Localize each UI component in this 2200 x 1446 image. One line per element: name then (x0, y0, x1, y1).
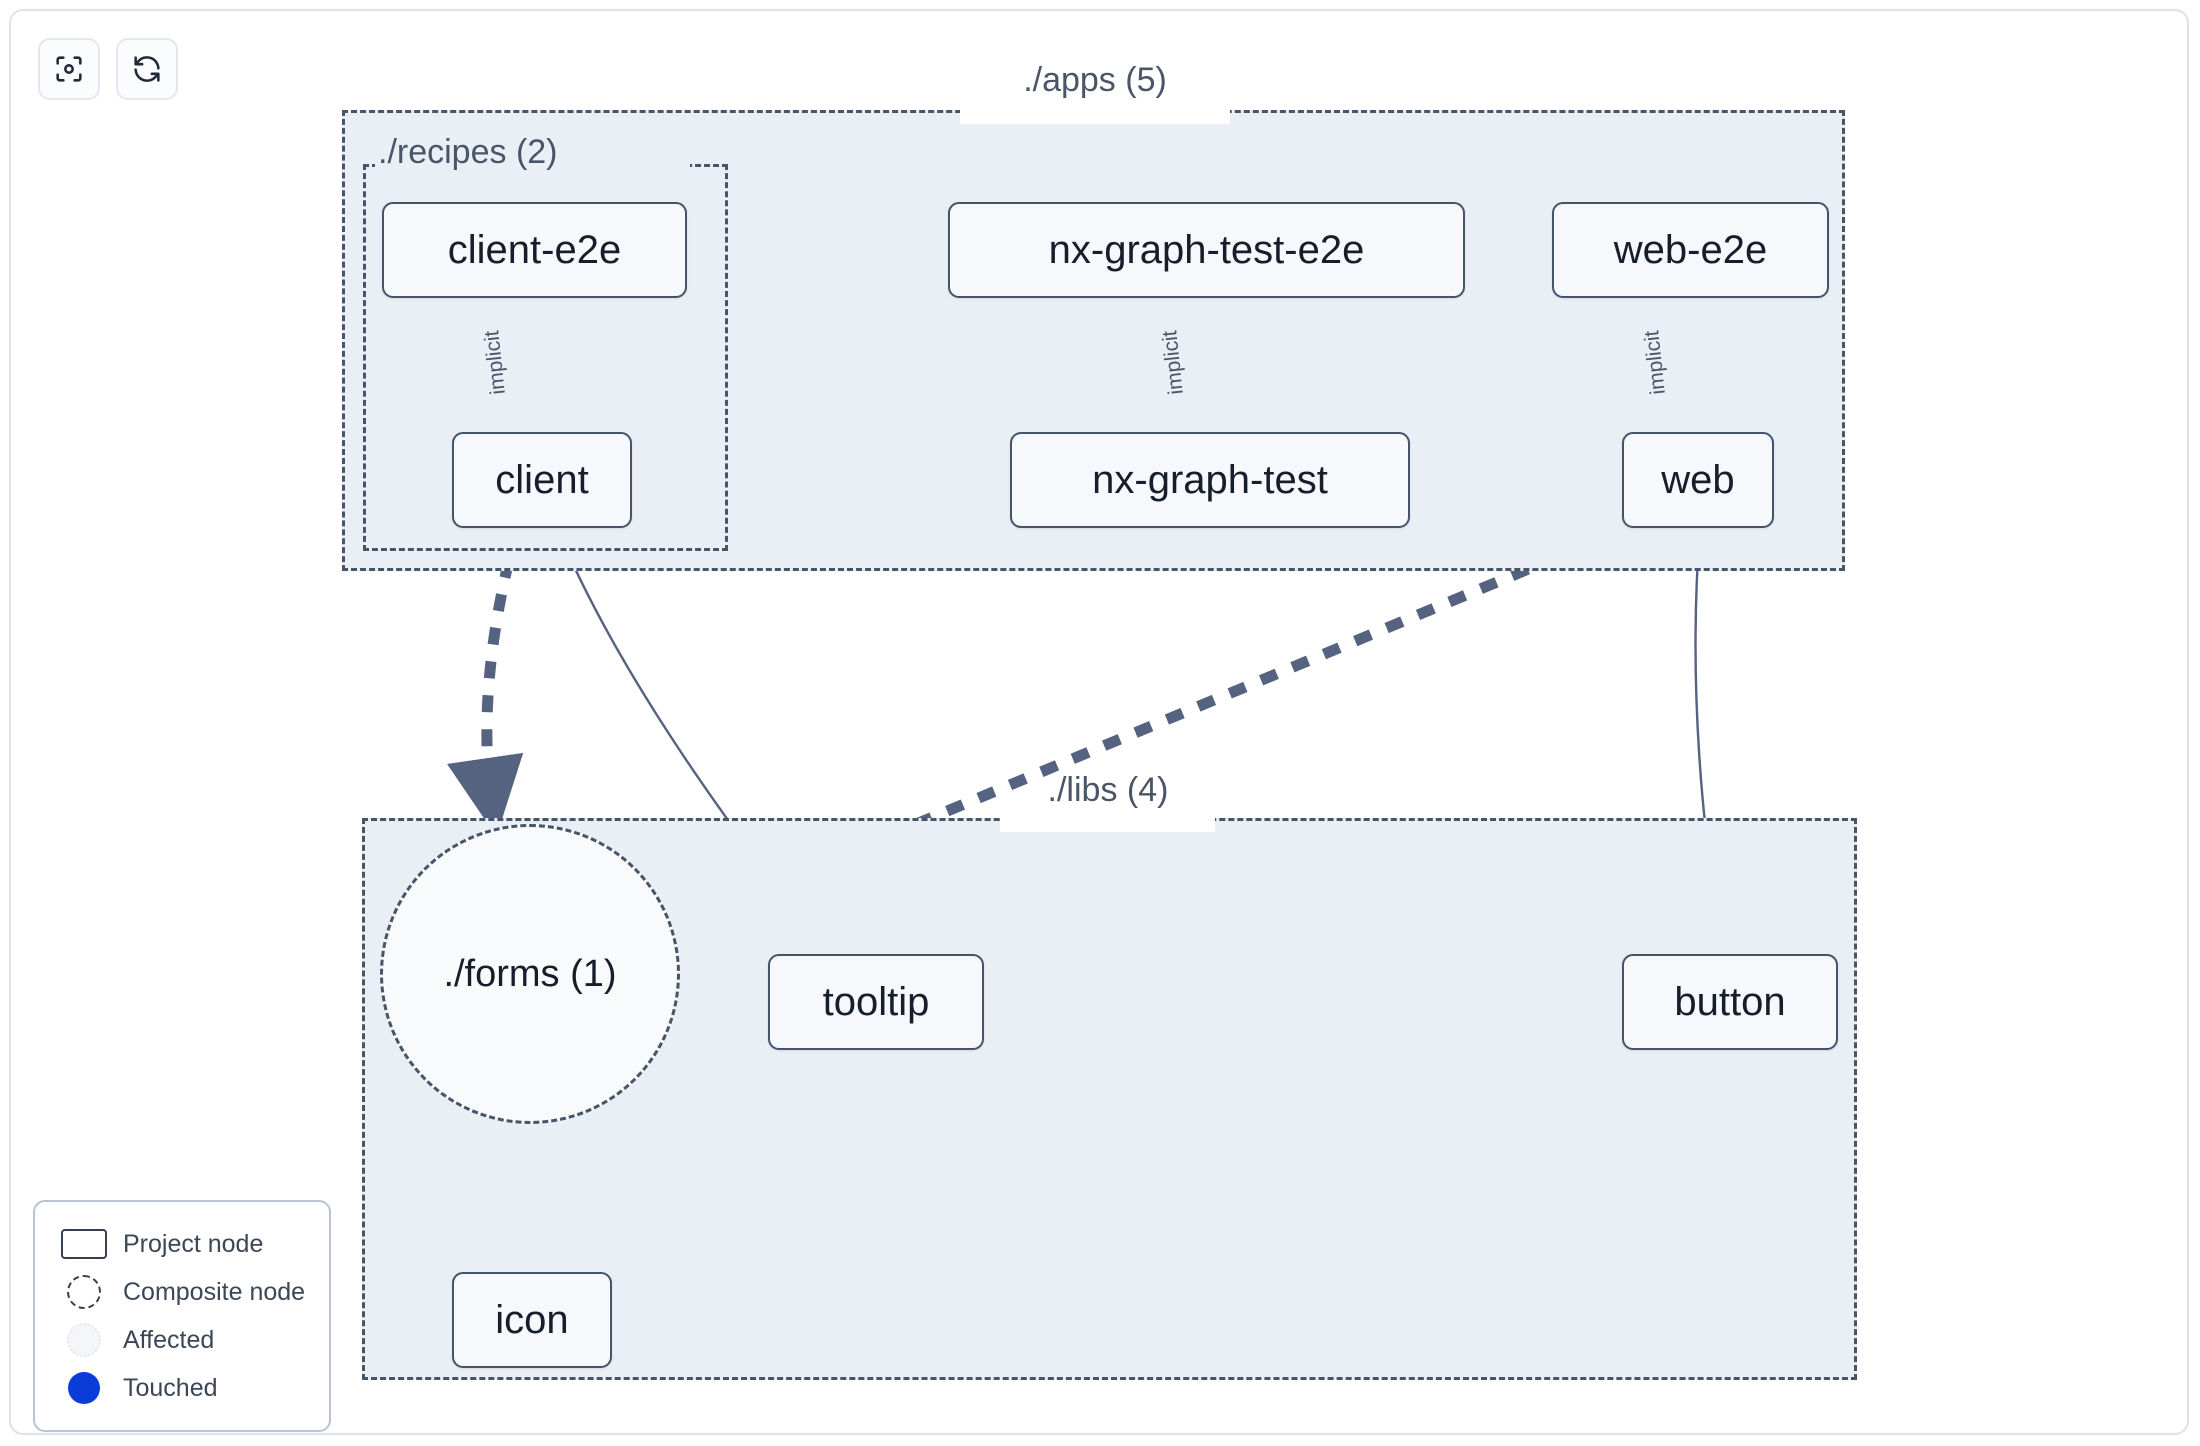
node-label: button (1674, 980, 1786, 1024)
node-label: client-e2e (447, 228, 622, 272)
legend-item-project-node: Project node (57, 1220, 309, 1268)
refresh-icon (130, 52, 164, 86)
legend-label: Affected (123, 1325, 215, 1354)
node-label: nx-graph-test-e2e (1048, 228, 1365, 272)
node-nx-graph-test-e2e[interactable]: nx-graph-test-e2e (948, 202, 1465, 298)
legend-item-composite-node: Composite node (57, 1268, 309, 1316)
legend-label: Touched (123, 1373, 218, 1402)
graph-legend: Project node Composite node Affected Tou… (33, 1200, 331, 1432)
node-client-e2e[interactable]: client-e2e (382, 202, 687, 298)
group-recipes-label-mask (375, 152, 690, 178)
group-recipes-label: ./recipes (2) (378, 133, 558, 171)
group-apps-label-mask (960, 98, 1230, 124)
legend-label: Project node (123, 1229, 264, 1258)
node-label: icon (495, 1298, 569, 1342)
legend-item-touched: Touched (57, 1364, 309, 1412)
node-forms-composite[interactable]: ./forms (1) (380, 824, 680, 1124)
node-web[interactable]: web (1622, 432, 1774, 528)
group-libs-label: ./libs (4) (1047, 771, 1169, 809)
node-button[interactable]: button (1622, 954, 1838, 1050)
group-libs-label-mask (1000, 806, 1215, 832)
node-nx-graph-test[interactable]: nx-graph-test (1010, 432, 1410, 528)
node-label: web-e2e (1613, 228, 1768, 272)
node-tooltip[interactable]: tooltip (768, 954, 984, 1050)
legend-label: Composite node (123, 1277, 306, 1306)
node-label: tooltip (822, 980, 930, 1024)
composite-node-swatch (57, 1275, 111, 1309)
project-node-swatch (57, 1229, 111, 1259)
node-web-e2e[interactable]: web-e2e (1552, 202, 1829, 298)
node-client[interactable]: client (452, 432, 632, 528)
graph-toolbar (38, 38, 178, 100)
focus-graph-button[interactable] (38, 38, 100, 100)
group-apps-label: ./apps (5) (1023, 61, 1167, 99)
refresh-graph-button[interactable] (116, 38, 178, 100)
node-label: nx-graph-test (1092, 458, 1328, 502)
composite-node-label: ./forms (1) (443, 953, 617, 995)
node-label: client (495, 458, 589, 502)
affected-swatch (57, 1323, 111, 1357)
focus-target-icon (52, 52, 86, 86)
node-label: web (1661, 458, 1735, 502)
legend-item-affected: Affected (57, 1316, 309, 1364)
node-icon[interactable]: icon (452, 1272, 612, 1368)
touched-swatch (57, 1372, 111, 1404)
